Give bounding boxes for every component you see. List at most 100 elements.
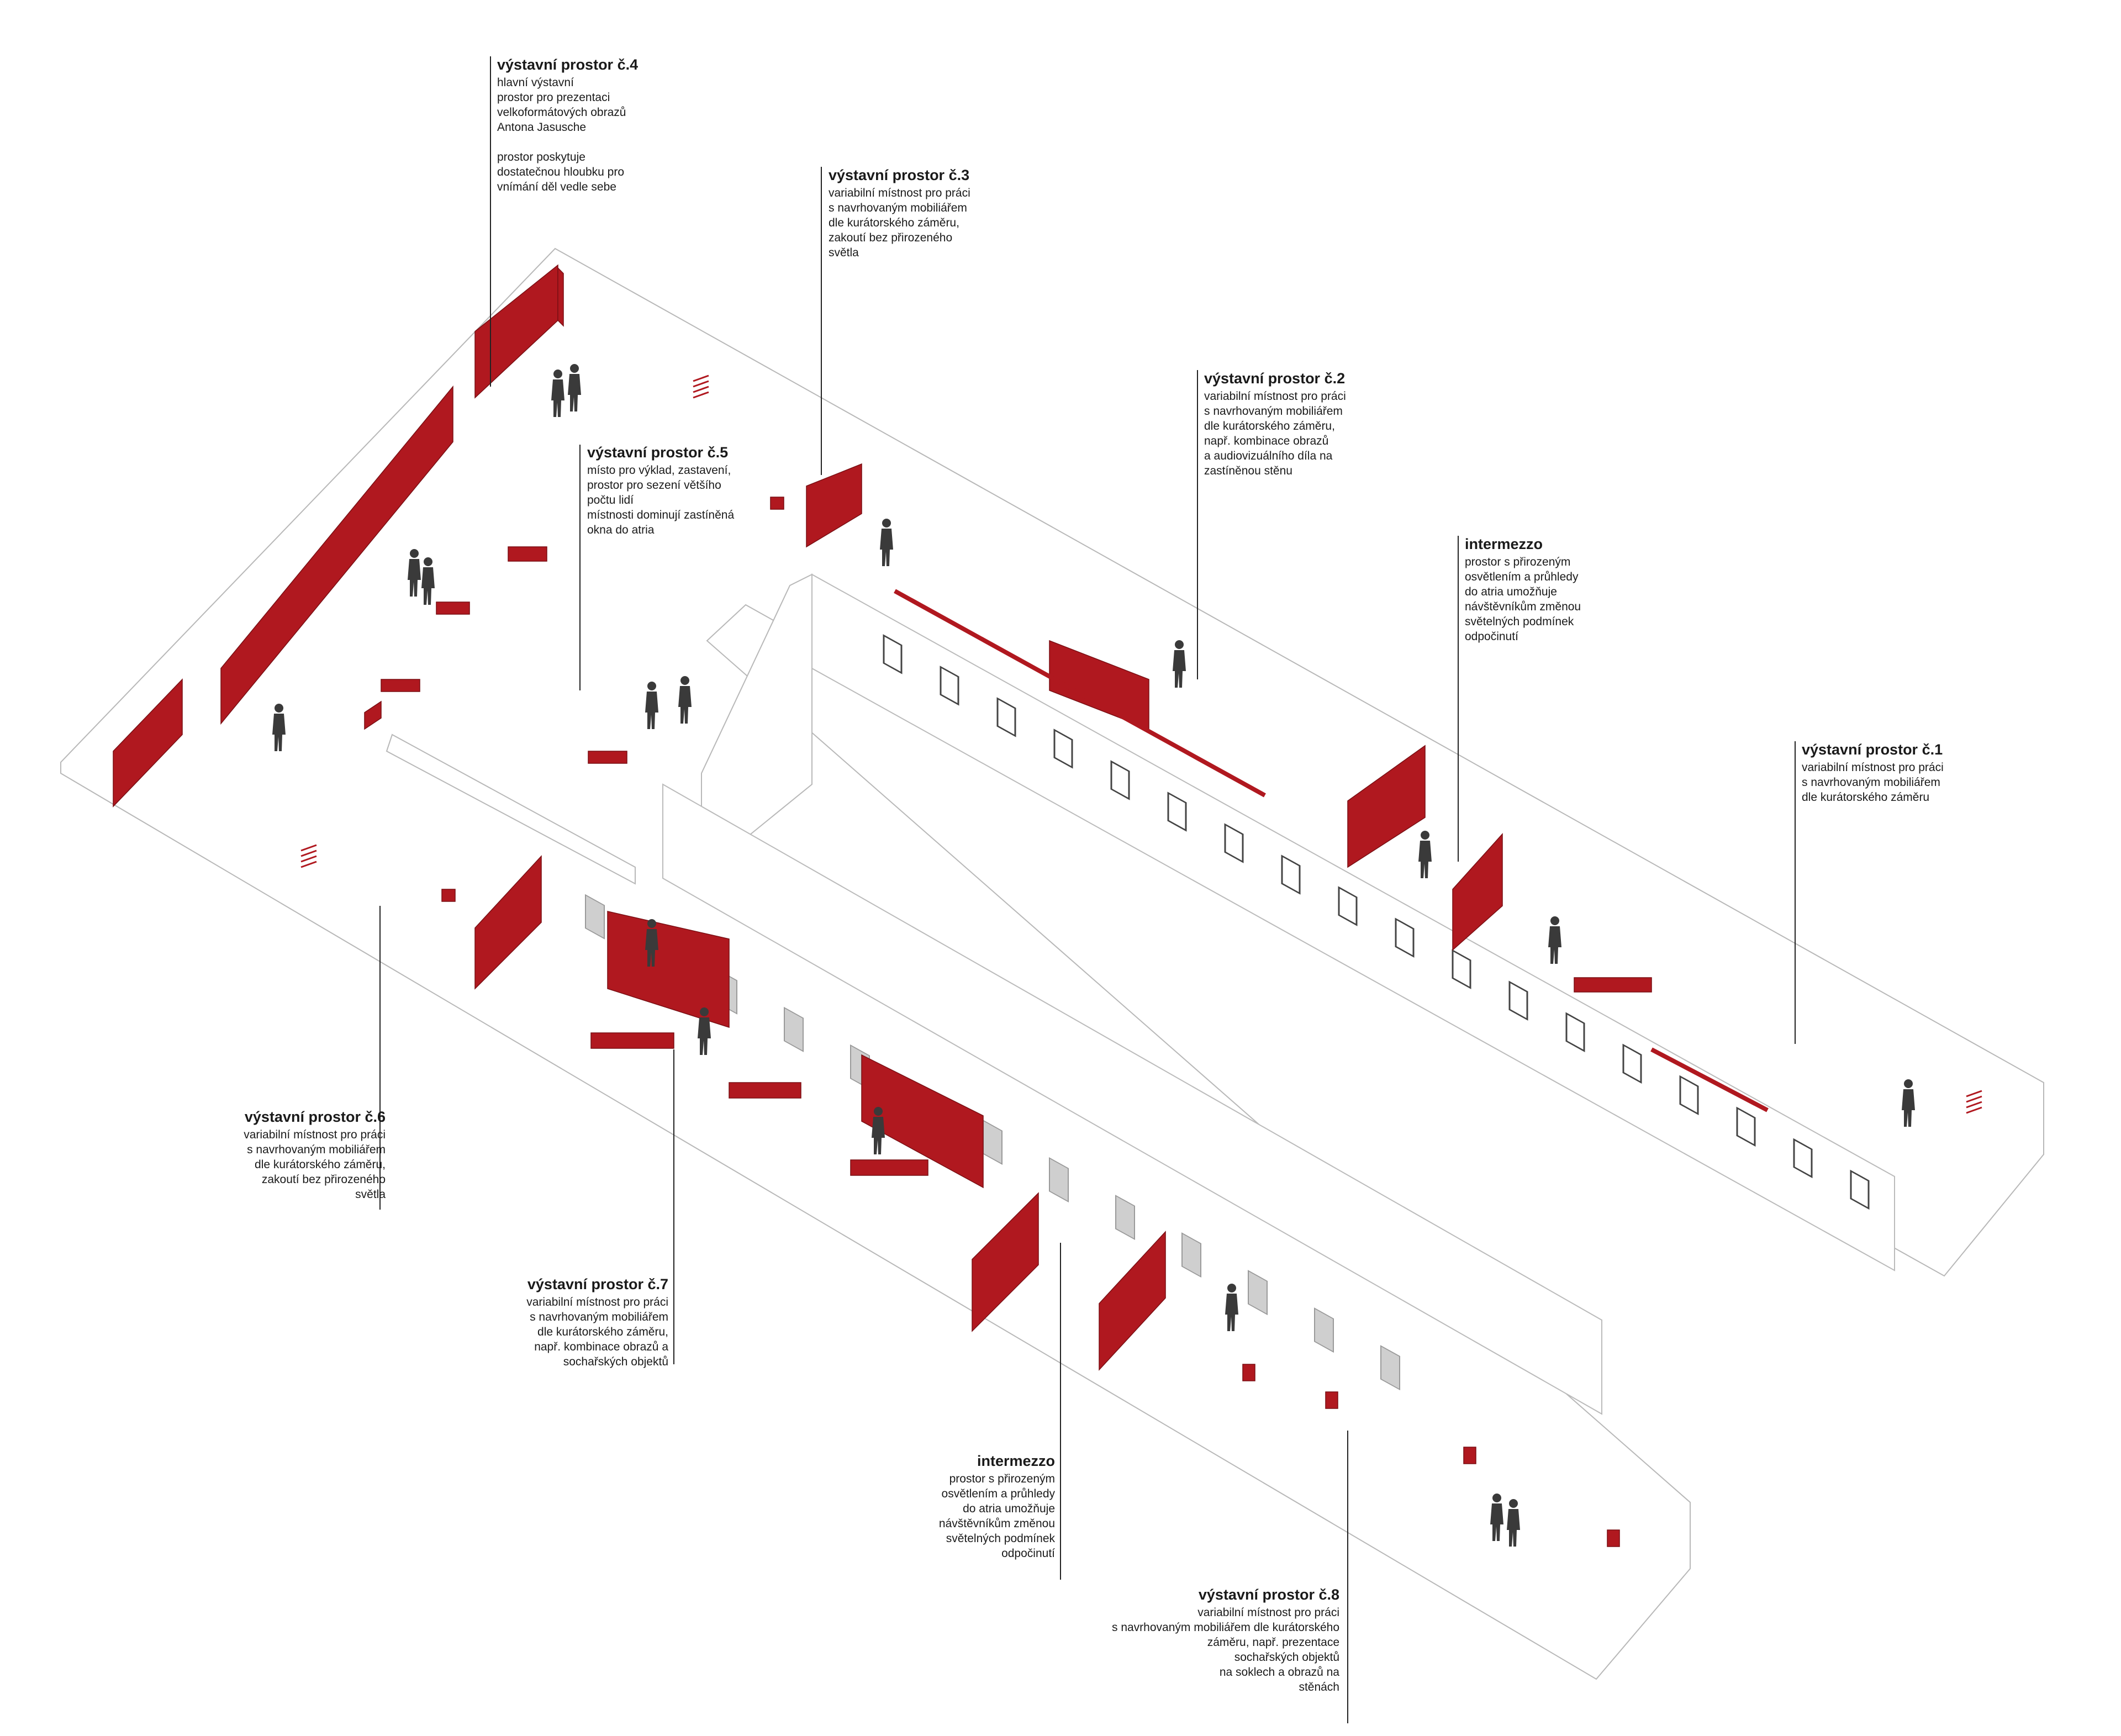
window-recess [1248,1270,1268,1316]
person-body [1490,1503,1503,1541]
person-body [872,1117,885,1154]
exhibition-panel [474,855,542,990]
label-room-8: výstavní prostor č.8 variabilní místnost… [1096,1585,1339,1695]
window [1850,1169,1870,1210]
person-head [1550,916,1559,925]
person-figure [1507,1499,1520,1547]
vent-grille [693,391,709,399]
plinth [850,1159,928,1176]
label-room-5: výstavní prostor č.5 místo pro výklad, z… [587,443,786,537]
vent-grille [693,386,709,393]
person-body [645,929,658,967]
person-figure [1548,916,1561,964]
plinth [590,1032,674,1049]
plinth [1242,1364,1255,1381]
plinth [1463,1447,1476,1464]
window-recess [1380,1345,1400,1391]
vent-grille [300,861,317,868]
person-body [1418,841,1432,878]
window [1224,823,1244,863]
label-room-4: výstavní prostor č.4 hlavní výstavní pro… [497,55,696,194]
exhibition-panel [557,267,564,327]
plinth [729,1082,801,1099]
window [1736,1106,1756,1147]
person-figure [698,1007,711,1055]
person-figure [1902,1079,1915,1127]
person-figure [645,919,658,967]
window [1281,854,1301,895]
label-text: variabilní místnost pro práci s navrhova… [1204,390,1346,477]
window-recess [1314,1307,1334,1353]
window [1508,980,1528,1021]
person-head [424,557,432,566]
courtyard-facade-south [662,783,1602,1415]
person-head [874,1107,883,1116]
plinth [1325,1391,1338,1409]
label-title: intermezzo [977,1453,1055,1469]
exhibition-panel [861,1054,984,1189]
person-head [647,919,656,928]
exhibition-panel [1347,745,1426,868]
label-text: hlavní výstavní prostor pro prezentaci v… [497,76,626,193]
label-text: prostor s přirozeným osvětlením a průhle… [938,1473,1055,1560]
window [996,697,1016,737]
person-figure [421,557,435,605]
exhibition-panel [806,463,862,548]
exhibition-panel [1099,1231,1166,1371]
label-text: variabilní místnost pro práci s navrhova… [244,1128,386,1201]
label-text: variabilní místnost pro práci s navrhova… [1802,761,1944,804]
floor-strip [894,589,1266,798]
person-body [1173,650,1186,688]
window [1622,1043,1642,1084]
window [1338,886,1358,926]
people-layer [272,364,1915,1547]
person-figure [408,549,421,597]
exhibition-panel [1452,833,1503,951]
person-figure [1225,1284,1238,1331]
person-body [1225,1294,1238,1331]
person-head [882,519,891,527]
exhibition-panel [364,700,382,730]
label-text: variabilní místnost pro práci s navrhova… [526,1296,668,1368]
person-head [275,704,283,713]
window-recess [1049,1157,1069,1202]
plinth [1574,977,1652,993]
vent-grille [1966,1101,1982,1109]
person-figure [551,370,564,417]
person-figure [645,682,658,729]
person-head [1492,1494,1501,1502]
person-head [1509,1499,1518,1508]
label-title: výstavní prostor č.8 [1198,1586,1339,1603]
label-title: výstavní prostor č.7 [527,1276,668,1292]
plinth [436,601,470,615]
person-figure [872,1107,885,1154]
person-body [272,714,286,751]
person-head [1904,1079,1913,1088]
plinth [441,889,456,902]
person-figure [678,676,692,724]
label-text: variabilní místnost pro práci s navrhova… [1111,1606,1339,1693]
person-head [1175,640,1184,649]
label-text: variabilní místnost pro práci s navrhova… [829,187,970,259]
window-layer [585,634,1870,1391]
exhibition-panel [220,385,453,725]
plinth [770,497,784,510]
label-title: výstavní prostor č.5 [587,444,729,461]
label-room-3: výstavní prostor č.3 variabilní místnost… [829,166,1027,260]
person-body [880,529,893,566]
exhibition-panel [607,911,730,1028]
label-intermezzo-2: intermezzo prostor s přirozeným osvětlen… [856,1452,1055,1561]
window-recess [784,1006,804,1052]
person-body [421,567,435,605]
person-body [408,559,421,597]
person-head [700,1007,709,1016]
person-figure [880,519,893,566]
atrium-wall-south [386,734,636,885]
window [1053,729,1073,769]
person-body [568,374,581,411]
person-body [1548,926,1561,964]
window [1452,949,1471,989]
vent-grille [300,844,317,852]
